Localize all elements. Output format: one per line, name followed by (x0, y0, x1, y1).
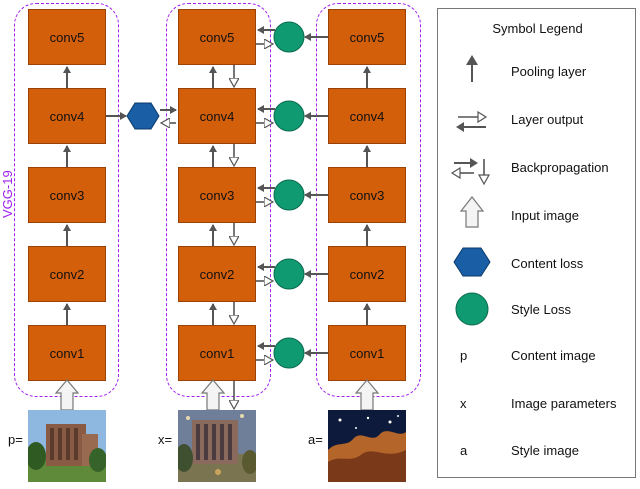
legend-symbol-a: a (460, 443, 468, 458)
conv2-block: conv2 (28, 246, 106, 302)
layer-output-arrows-icon (456, 110, 488, 132)
style-image (328, 410, 406, 482)
legend-symbol-x: x (460, 396, 467, 411)
style-loss-backprop (256, 44, 272, 360)
generated-image (178, 410, 256, 482)
style-loss-links (257, 26, 328, 357)
content-image-label: p= (8, 432, 23, 447)
legend-symbol-p: p (460, 348, 468, 363)
input-image-arrow-icon (459, 196, 485, 228)
conv3-block: conv3 (28, 167, 106, 223)
legend-title: Symbol Legend (492, 21, 583, 36)
style-loss-circles (273, 21, 305, 369)
legend-label: Style Loss (511, 302, 571, 317)
generated-image-label: x= (158, 432, 173, 447)
legend-label: Backpropagation (511, 160, 609, 175)
content-image (28, 410, 106, 482)
conv4-block: conv4 (28, 88, 106, 144)
conv5-block: conv5 (28, 9, 106, 65)
conv2-block: conv2 (328, 246, 406, 302)
conv5-block: conv5 (328, 9, 406, 65)
circle-icon (455, 292, 489, 326)
symbol-legend: Symbol Legend Pooling layer Layer output… (437, 8, 636, 478)
legend-label: Input image (511, 208, 579, 223)
legend-label: Content image (511, 348, 596, 363)
conv3-block: conv3 (178, 167, 256, 223)
conv5-block: conv5 (178, 9, 256, 65)
legend-label: Image parameters (511, 396, 617, 411)
backpropagation-arrows-icon (450, 158, 491, 186)
content-loss-hexagon (126, 102, 160, 130)
content-loss-links (106, 106, 177, 120)
legend-label: Style image (511, 443, 579, 458)
input-image-arrows (54, 379, 380, 411)
conv1-block: conv1 (178, 325, 256, 381)
hexagon-icon (453, 247, 491, 277)
conv4-block: conv4 (178, 88, 256, 144)
conv1-block: conv1 (28, 325, 106, 381)
conv4-block: conv4 (328, 88, 406, 144)
style-image-label: a= (308, 432, 323, 447)
legend-label: Pooling layer (511, 64, 587, 79)
legend-label: Layer output (511, 112, 584, 127)
pooling-arrow-icon (466, 55, 478, 82)
conv2-block: conv2 (178, 246, 256, 302)
legend-label: Content loss (511, 256, 584, 271)
conv3-block: conv3 (328, 167, 406, 223)
